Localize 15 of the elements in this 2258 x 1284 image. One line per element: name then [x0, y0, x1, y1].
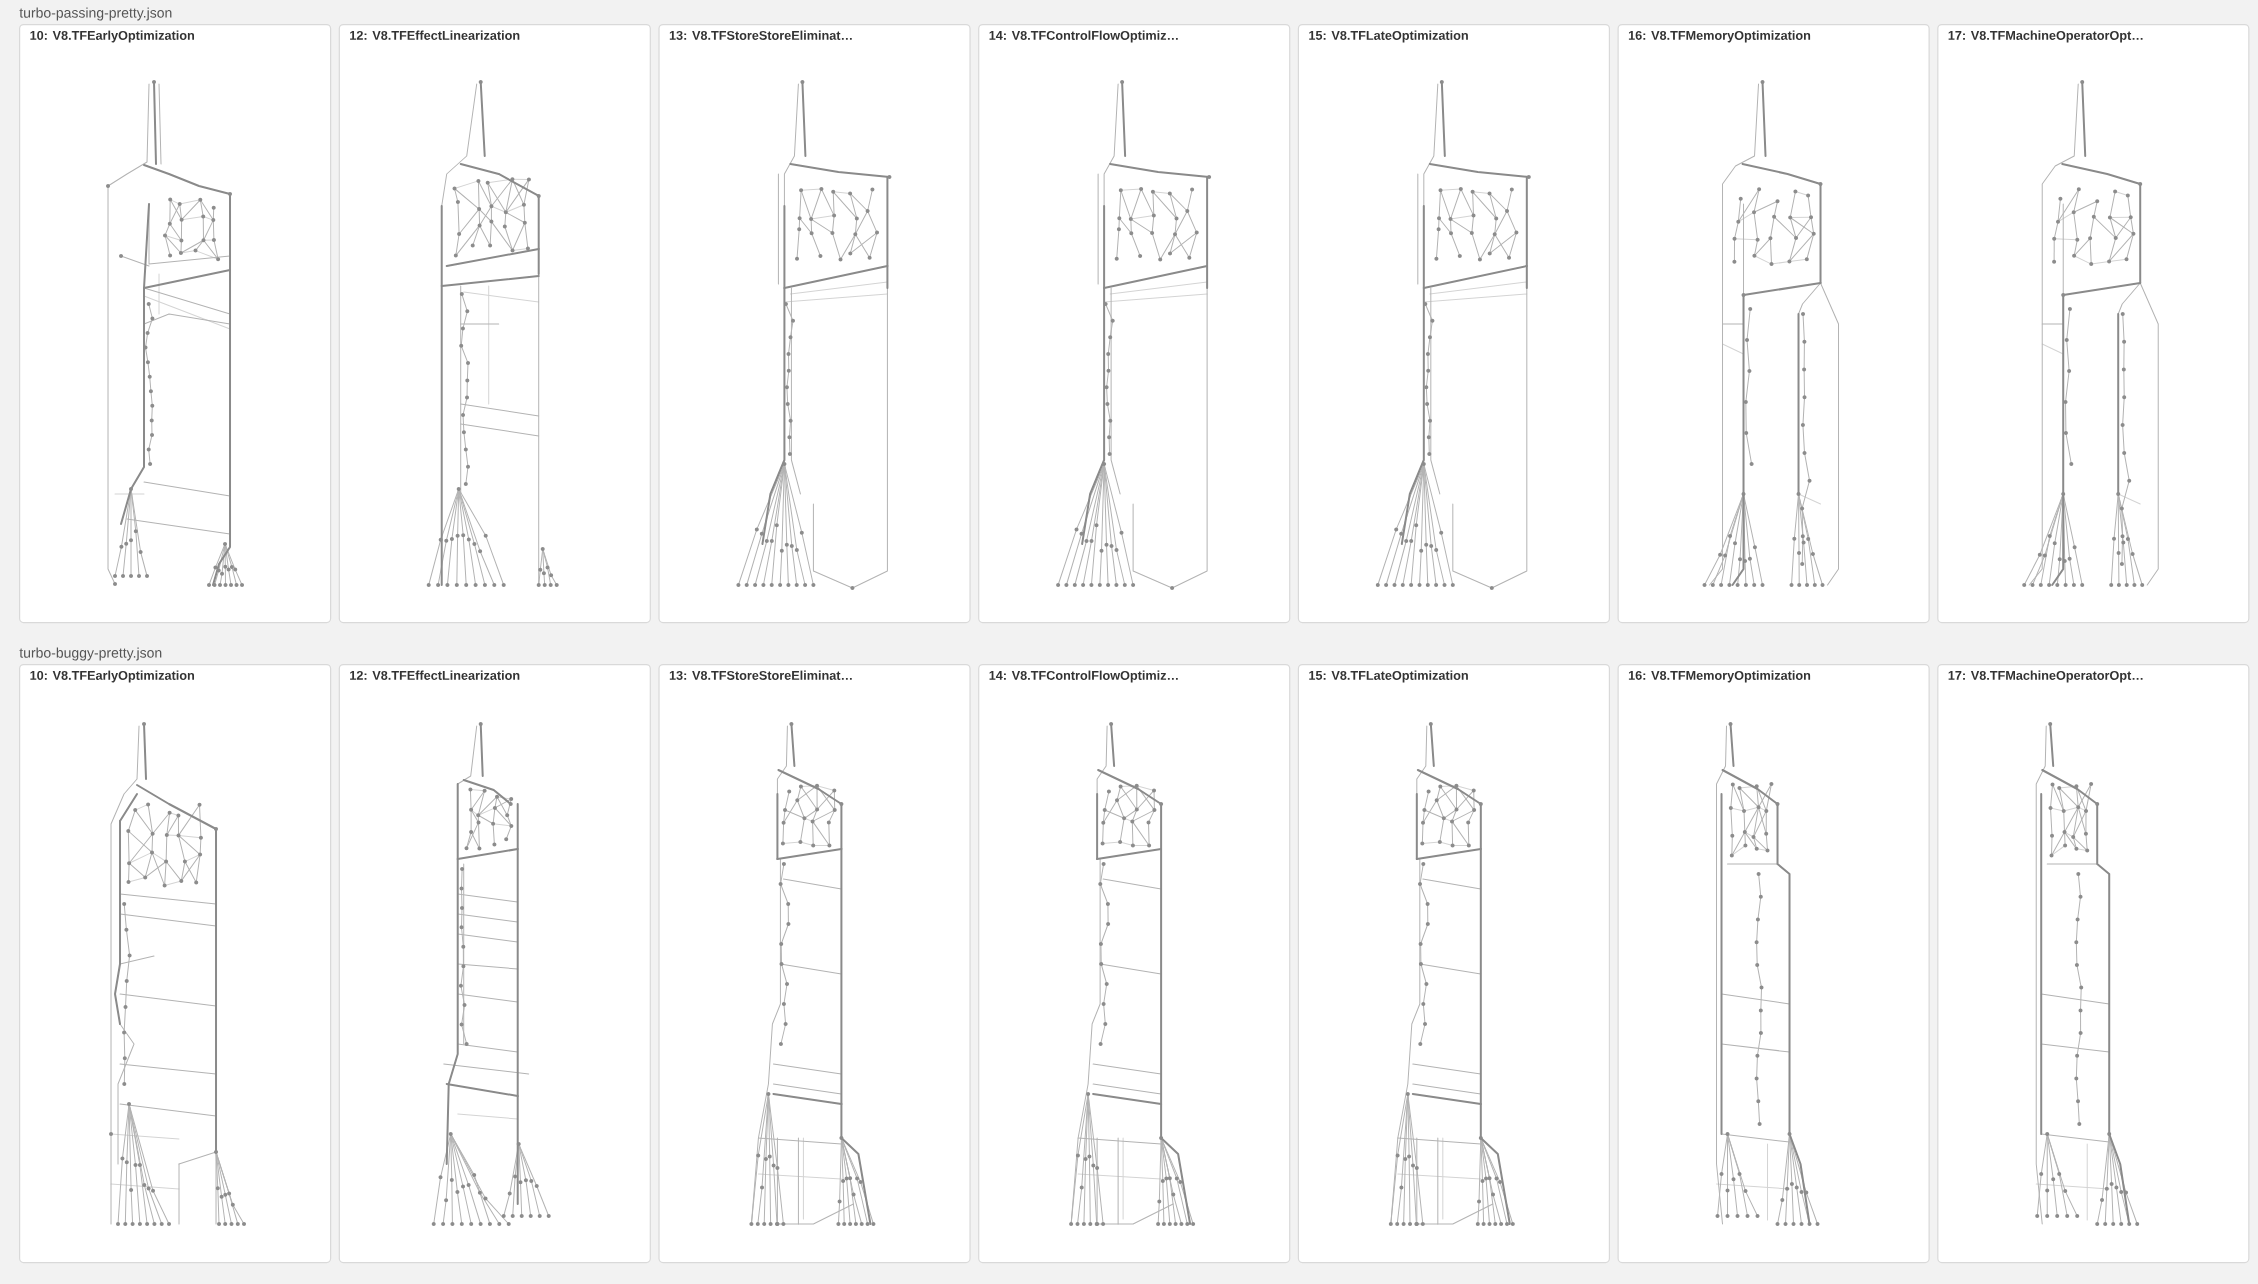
graph-panel: 13: V8.TFStoreStoreEliminat…: [658, 24, 971, 624]
graph-panel: 10: V8.TFEarlyOptimization: [19, 24, 332, 624]
graph-panel: 14: V8.TFControlFlowOptimiz…: [978, 24, 1291, 624]
graph-panel: 10: V8.TFEarlyOptimization: [19, 664, 332, 1264]
graph-panel: 16: V8.TFMemoryOptimization: [1617, 664, 1930, 1264]
graph-panel: 14: V8.TFControlFlowOptimiz…: [978, 664, 1291, 1264]
graph-panel: 15: V8.TFLateOptimization: [1297, 24, 1610, 624]
graph-panel: 12: V8.TFEffectLinearization: [338, 24, 651, 624]
graph-panel: 15: V8.TFLateOptimization: [1297, 664, 1610, 1264]
graph-panel: 12: V8.TFEffectLinearization: [338, 664, 651, 1264]
graph-panel: 17: V8.TFMachineOperatorOpt…: [1937, 24, 2250, 624]
graph-panel: 17: V8.TFMachineOperatorOpt…: [1937, 664, 2250, 1264]
file-name-heading: turbo-buggy-pretty.json: [19, 647, 162, 661]
graph-panel: 16: V8.TFMemoryOptimization: [1617, 24, 1930, 624]
graph-panel: 13: V8.TFStoreStoreEliminat…: [658, 664, 971, 1264]
